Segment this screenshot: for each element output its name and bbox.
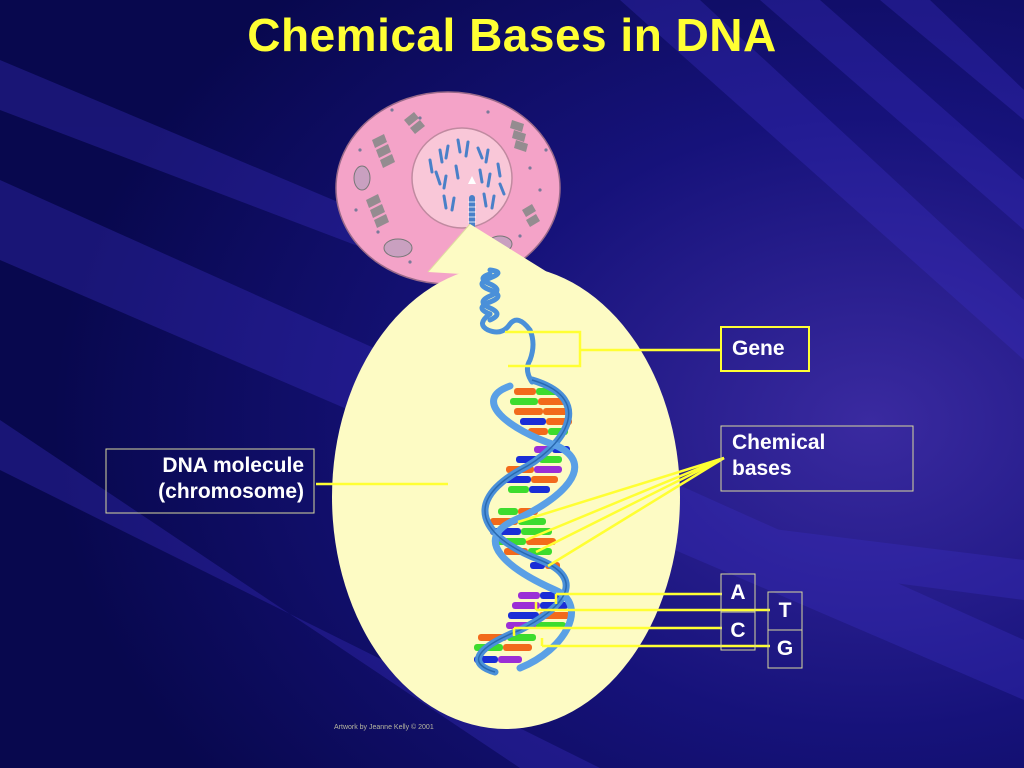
dna-molecule-label-line2: (chromosome) xyxy=(158,480,304,503)
gene-label: Gene xyxy=(732,336,785,362)
base-pair-segment xyxy=(520,418,546,425)
gene-label-text: Gene xyxy=(732,337,785,360)
base-c-box xyxy=(720,611,756,651)
base-pair-segment xyxy=(514,388,536,395)
slide-title: Chemical Bases in DNA xyxy=(247,9,777,61)
base-pair-segment xyxy=(508,486,529,493)
gene-label-box xyxy=(720,326,810,372)
base-pair-segment xyxy=(498,656,522,663)
dna-molecule-label-line1: DNA molecule xyxy=(162,454,304,477)
cell-illustration xyxy=(335,91,561,285)
base-pair-segment xyxy=(512,602,540,609)
base-pair-segment xyxy=(528,548,552,555)
base-pair-segment xyxy=(503,644,532,651)
zoom-oval xyxy=(332,265,680,729)
base-pair-segment xyxy=(510,398,538,405)
base-a-label: A xyxy=(730,581,746,604)
chemical-bases-label-line2: bases xyxy=(732,457,792,480)
base-pair-segment xyxy=(543,408,572,415)
base-c-label: C xyxy=(730,619,746,642)
leader-lines xyxy=(316,330,770,648)
base-pair-segment xyxy=(498,508,518,515)
chemical-bases-label-box xyxy=(720,425,914,492)
base-pair-segment xyxy=(526,538,556,545)
base-pair-segment xyxy=(531,476,558,483)
zoom-wedge xyxy=(428,224,560,280)
base-pair-segment xyxy=(518,592,540,599)
base-t-label: T xyxy=(778,599,792,622)
dna-molecule-label: DNA molecule (chromosome) xyxy=(106,453,304,505)
base-g-label: G xyxy=(776,637,794,660)
base-g-box xyxy=(767,629,803,669)
dna-molecule-label-box xyxy=(105,448,315,514)
base-pair-segment xyxy=(538,398,566,405)
chemical-bases-label-line1: Chemical xyxy=(732,431,826,454)
artwork-credit: Artwork by Jeanne Kelly © 2001 xyxy=(334,724,434,731)
base-pair-segment xyxy=(529,486,550,493)
chemical-bases-label: Chemical bases xyxy=(732,430,825,482)
base-pair-segment xyxy=(514,408,543,415)
base-pair-segment xyxy=(508,612,539,619)
base-pair-segment xyxy=(534,466,562,473)
